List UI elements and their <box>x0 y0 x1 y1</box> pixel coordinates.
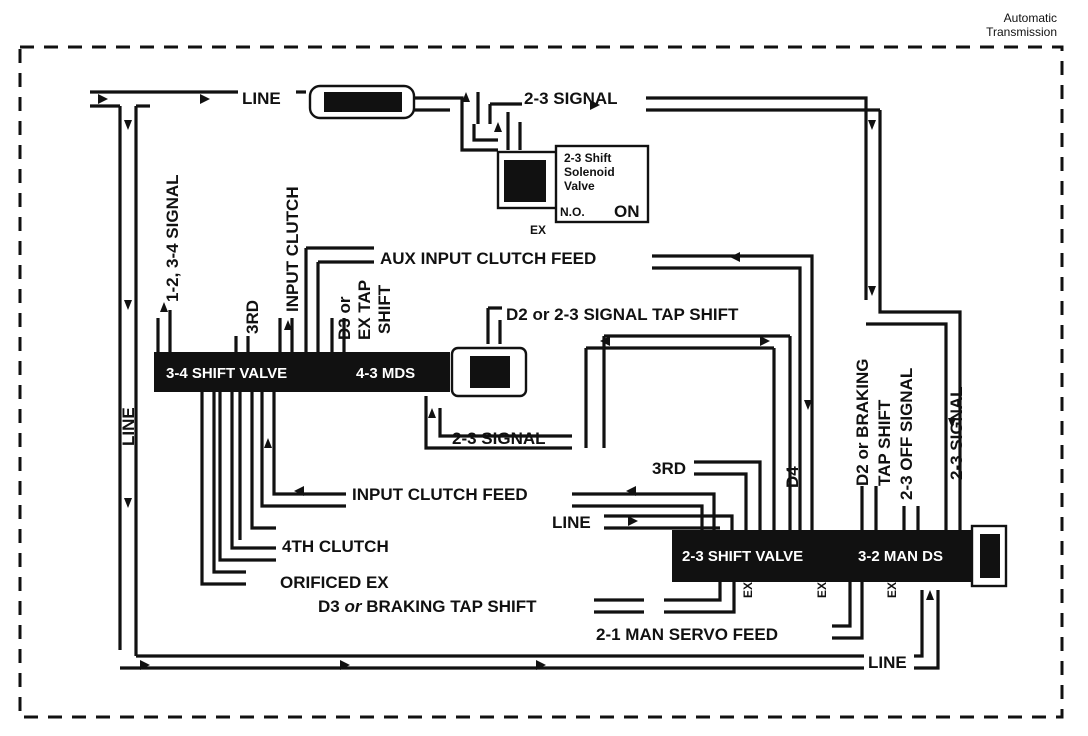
flow-arrows <box>98 92 956 670</box>
label-line-left: LINE <box>119 407 138 446</box>
label-ex-1: EX <box>741 582 755 598</box>
label-d4: D4 <box>783 466 802 488</box>
label-signal-23-mid: 2-3 SIGNAL <box>452 429 546 448</box>
label-3rd-top: 3RD <box>243 300 262 334</box>
label-input-feed: INPUT CLUTCH FEED <box>352 485 528 504</box>
label-signal-1234: 1-2, 3-4 SIGNAL <box>163 174 182 302</box>
label-signal-23-top: 2-3 SIGNAL <box>524 89 618 108</box>
header-line1: Automatic <box>1004 11 1057 25</box>
label-orificed-ex: ORIFICED EX <box>280 573 389 592</box>
label-man-servo: 2-1 MAN SERVO FEED <box>596 625 778 644</box>
label-shift: SHIFT <box>375 284 394 334</box>
label-ex-tap: EX TAP <box>355 280 374 340</box>
label-d2-braking-1: D2 or BRAKING <box>853 358 872 486</box>
valve-34-label: 3-4 SHIFT VALVE <box>166 365 287 382</box>
label-line-bottom: LINE <box>868 653 907 672</box>
valve-34-assembly: 3-4 SHIFT VALVE 4-3 MDS <box>154 346 528 398</box>
label-4th-clutch: 4TH CLUTCH <box>282 537 389 556</box>
solenoid-title2: Solenoid <box>564 165 615 179</box>
solenoid-no: N.O. <box>560 205 585 219</box>
label-off-signal: 2-3 OFF SIGNAL <box>897 368 916 500</box>
valve-23-assembly: 2-3 SHIFT VALVE 3-2 MAN DS <box>672 524 1008 588</box>
label-input-clutch: INPUT CLUTCH <box>283 186 302 312</box>
label-3rd-mid: 3RD <box>652 459 686 478</box>
header-line2: Transmission <box>986 25 1057 39</box>
solenoid-on: ON <box>614 202 640 221</box>
label-d2-tap: D2 or 2-3 SIGNAL TAP SHIFT <box>506 305 739 324</box>
label-d3-braking-or: or <box>340 597 366 616</box>
label-line-top: LINE <box>242 89 281 108</box>
label-d3-braking-prefix: D3 <box>318 597 340 616</box>
label-signal-23-right: 2-3 SIGNAL <box>947 386 966 480</box>
label-ex-3: EX <box>885 582 899 598</box>
solenoid-title3: Valve <box>564 179 595 193</box>
man-ds-32-label: 3-2 MAN DS <box>858 548 943 565</box>
label-line-mid: LINE <box>552 513 591 532</box>
label-d3-braking-suffix: BRAKING TAP SHIFT <box>366 597 537 616</box>
label-d2-braking-2: TAP SHIFT <box>875 399 894 486</box>
mds-43-label: 4-3 MDS <box>356 365 415 382</box>
valve-23-label: 2-3 SHIFT VALVE <box>682 548 803 565</box>
label-ex-2: EX <box>815 582 829 598</box>
label-d3-or: D3 or <box>335 296 354 340</box>
solenoid-title1: 2-3 Shift <box>564 151 611 165</box>
label-aux-feed: AUX INPUT CLUTCH FEED <box>380 249 596 268</box>
label-d3-braking: D3 or BRAKING TAP SHIFT <box>318 597 537 616</box>
pipe-network <box>90 90 962 670</box>
solenoid-ex: EX <box>530 223 546 237</box>
dashed-border <box>18 45 1064 719</box>
solenoid-valve: 2-3 Shift Solenoid Valve N.O. ON EX <box>496 144 650 237</box>
line-filter <box>308 84 416 120</box>
